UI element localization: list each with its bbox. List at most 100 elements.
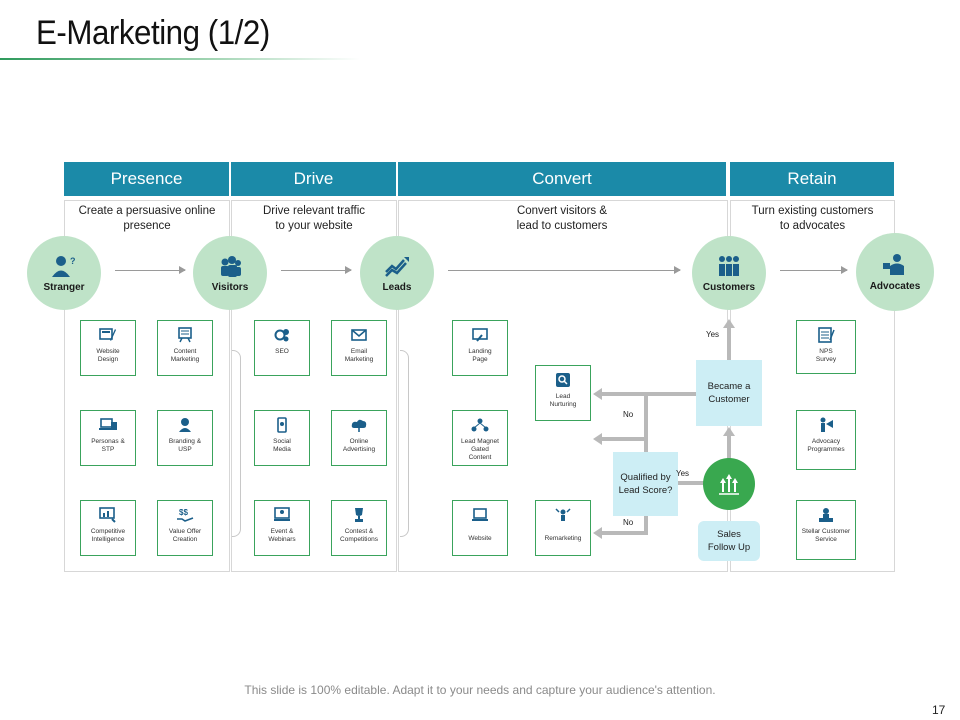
document-board-icon — [178, 327, 192, 343]
customers-icon — [719, 255, 739, 276]
connector-no-to-nurturing — [602, 437, 648, 441]
label-no-nurturing: No — [623, 410, 634, 419]
connector-qualified-down — [644, 516, 648, 534]
phone-social-icon — [277, 417, 287, 433]
box-event-webinars: Event &Webinars — [254, 500, 310, 556]
header-convert: Convert — [398, 162, 726, 196]
connector-became-to-nurturing — [602, 392, 696, 396]
stage-advocates-label: Advocates — [869, 280, 921, 292]
desc-retain: Turn existing customers to advocates — [730, 204, 895, 234]
title-underline — [0, 58, 360, 60]
desc-convert-line2: lead to customers — [516, 220, 608, 232]
stage-leads: Leads — [360, 236, 434, 310]
desc-retain-line2: to advocates — [779, 220, 846, 232]
person-question-icon: ? — [52, 255, 76, 277]
box-remarketing-label: Remarketing — [544, 535, 582, 542]
arrowhead-to-nurturing-no — [593, 433, 602, 445]
arrow-leads-customers — [448, 266, 681, 274]
arrow-stranger-visitors — [115, 266, 186, 274]
connector-became-to-customers — [727, 328, 731, 360]
header-presence: Presence — [64, 162, 229, 196]
desc-presence-line1: Create a persuasive online — [78, 205, 216, 217]
connector-no-to-remarketing — [602, 531, 648, 535]
became-line2: Customer — [708, 394, 750, 405]
desc-drive-line1: Drive relevant traffic — [262, 205, 366, 217]
desc-presence-line2: presence — [123, 220, 171, 232]
up-arrows-icon — [719, 474, 739, 495]
stage-stranger-label: Stranger — [43, 281, 85, 293]
arrow-customers-advocates — [780, 266, 848, 274]
stage-leads-label: Leads — [382, 281, 412, 293]
desc-drive-line2: to your website — [275, 220, 353, 232]
survey-checklist-icon — [818, 327, 835, 343]
box-event-webinars-label: Event &Webinars — [268, 528, 296, 543]
megaphone-person-icon — [820, 417, 833, 432]
box-personas-stp-label: Personas &STP — [91, 438, 125, 453]
cloud-ad-icon — [351, 419, 367, 432]
label-yes-customer: Yes — [706, 330, 720, 339]
connector-qualified-up — [644, 392, 648, 452]
box-website: Website — [452, 500, 508, 556]
box-seo-label: SEO — [275, 348, 289, 355]
box-personas-stp: Personas &STP — [80, 410, 136, 466]
qualified-line2: Lead Score? — [618, 485, 673, 496]
page-title: E-Marketing (1/2) — [36, 14, 270, 52]
stage-visitors-label: Visitors — [211, 281, 249, 293]
svg-text:?: ? — [70, 256, 76, 266]
box-remarketing: Remarketing — [535, 500, 591, 556]
arrowhead-to-nurturing-top — [593, 388, 602, 400]
box-branding-usp: Branding &USP — [157, 410, 213, 466]
monitor-chart-icon — [99, 507, 116, 523]
arrowhead-to-remarketing — [593, 527, 602, 539]
group-icon — [221, 255, 241, 277]
box-contest-competitions: Contest &Competitions — [331, 500, 387, 556]
growth-arrows-icon — [385, 256, 409, 277]
stage-customers: Customers — [692, 236, 766, 310]
webinar-screen-icon — [274, 507, 290, 521]
box-contest-competitions-label: Contest &Competitions — [340, 528, 378, 543]
network-people-icon — [471, 418, 489, 432]
trophy-icon — [355, 508, 363, 522]
desc-convert-line1: Convert visitors & — [516, 205, 608, 217]
stage-stranger: ? Stranger — [27, 236, 101, 310]
presenter-icon — [883, 253, 904, 275]
stage-customers-label: Customers — [702, 281, 756, 293]
desc-retain-line1: Turn existing customers — [751, 205, 874, 217]
page-number: 17 — [932, 703, 946, 717]
brace-drive — [400, 350, 409, 537]
desc-convert: Convert visitors & lead to customers — [398, 204, 726, 234]
arrow-visitors-leads — [281, 266, 352, 274]
envelope-icon — [351, 329, 367, 341]
desc-drive: Drive relevant traffic to your website — [231, 204, 397, 234]
desc-presence: Create a persuasive online presence — [64, 204, 230, 234]
person-arrows-icon — [555, 508, 571, 521]
brace-presence — [232, 350, 241, 537]
sales-action-circle — [703, 458, 755, 510]
service-desk-icon — [819, 508, 833, 522]
arrowhead-to-customers — [723, 319, 735, 328]
